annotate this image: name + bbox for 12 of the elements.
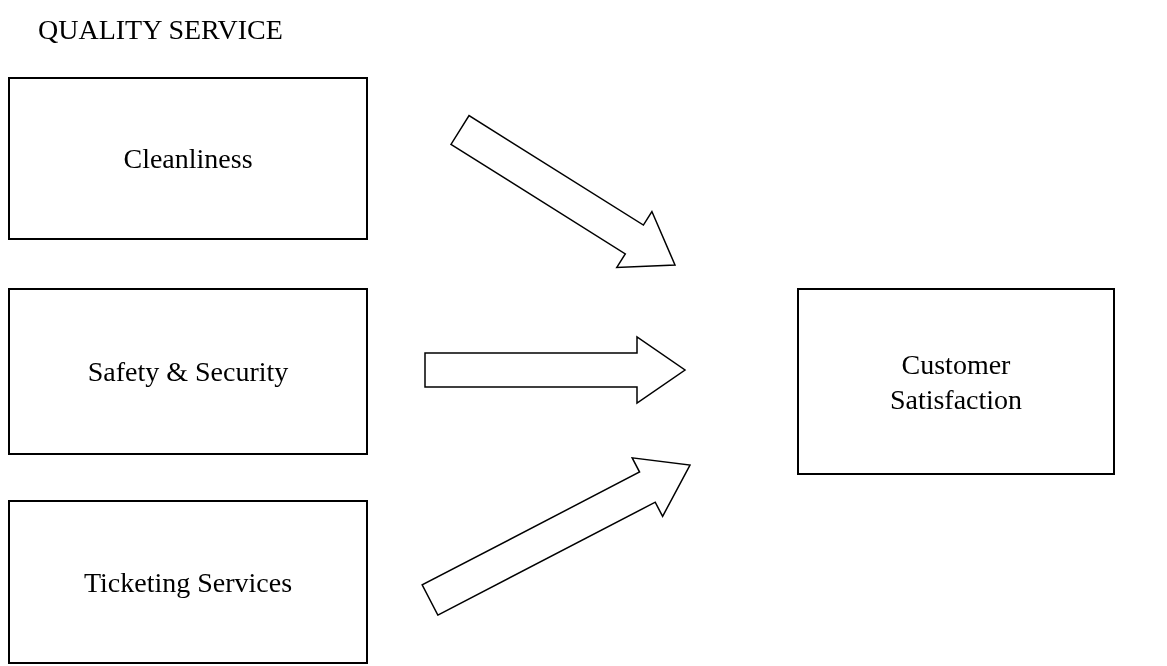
block-arrow	[449, 114, 677, 269]
block-arrow	[424, 335, 687, 405]
block-arrow	[421, 456, 692, 617]
text-box	[8, 288, 368, 455]
text-box	[8, 500, 368, 664]
box-label: Customer Satisfaction	[888, 347, 1024, 417]
text-box	[797, 288, 1115, 475]
box-label: Cleanliness	[123, 142, 253, 176]
box-label: Safety & Security	[87, 355, 289, 389]
text-box	[8, 77, 368, 240]
box-label: Ticketing Services	[83, 565, 293, 600]
diagram-title: QUALITY SERVICE	[38, 16, 283, 44]
